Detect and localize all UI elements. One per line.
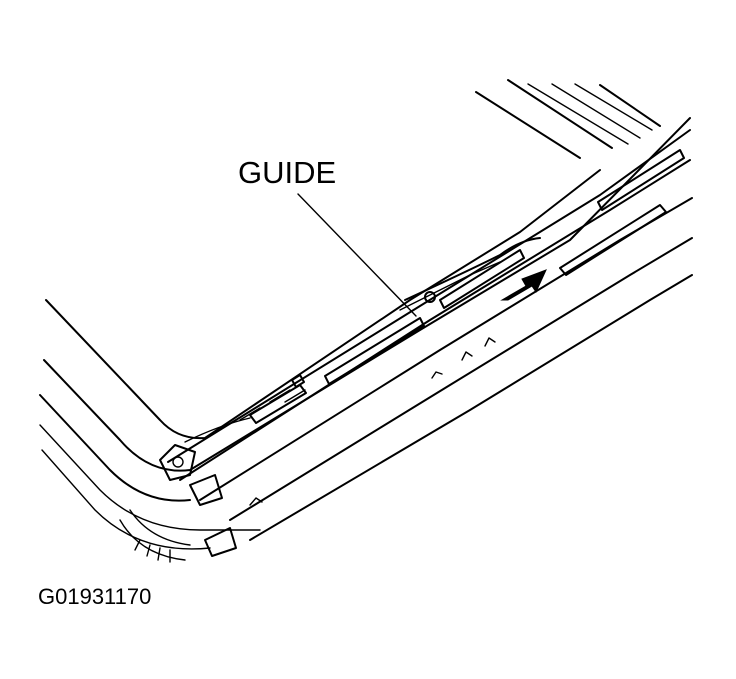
direction-arrow — [500, 269, 547, 301]
roof-opening-frame-edge — [39, 424, 261, 531]
rail-notch-1 — [431, 371, 443, 379]
upper-frame-rail-2 — [507, 79, 613, 149]
guide-cable — [404, 237, 541, 301]
upper-frame-rail-3 — [527, 83, 629, 145]
corner-bracket-hole — [172, 456, 184, 468]
roof-opening-frame-edge-2 — [41, 449, 211, 550]
guide-cable-2 — [399, 261, 501, 311]
track-rail-base — [249, 274, 693, 541]
guide-bracket-detail — [239, 389, 306, 421]
lower-clip — [189, 474, 223, 506]
guide-leader-line — [297, 193, 417, 317]
guide-bracket — [249, 384, 307, 424]
rail-slot-1 — [559, 204, 667, 276]
rail-notch-4 — [249, 497, 263, 506]
track-rail-mid — [199, 197, 693, 501]
guide-bracket-tab — [291, 374, 305, 388]
upper-frame-rail-4 — [551, 83, 641, 139]
upper-frame-rail-1 — [475, 91, 581, 159]
rail-slot-2 — [597, 149, 685, 211]
figure-id: G01931170 — [38, 584, 152, 609]
glass-panel-outline — [45, 169, 601, 440]
corner-hatch — [134, 539, 171, 563]
roof-opening-frame — [43, 117, 691, 472]
upper-frame-rail-5 — [574, 83, 653, 131]
corner-bracket — [159, 444, 196, 481]
track-rail-top-2 — [179, 159, 691, 481]
track-rail-bottom — [229, 237, 693, 521]
guide-label: GUIDE — [238, 155, 337, 190]
lower-clip-2 — [204, 527, 237, 557]
rail-notch-3 — [484, 337, 496, 347]
upper-frame-rail-6 — [599, 84, 661, 127]
corner-wire — [184, 417, 251, 443]
rail-slot-3 — [324, 317, 425, 385]
rail-notch-2 — [461, 351, 473, 361]
roof-opening-frame-inner — [39, 394, 191, 502]
corner-curve-lines — [119, 509, 191, 561]
rail-slot-4 — [439, 249, 525, 309]
